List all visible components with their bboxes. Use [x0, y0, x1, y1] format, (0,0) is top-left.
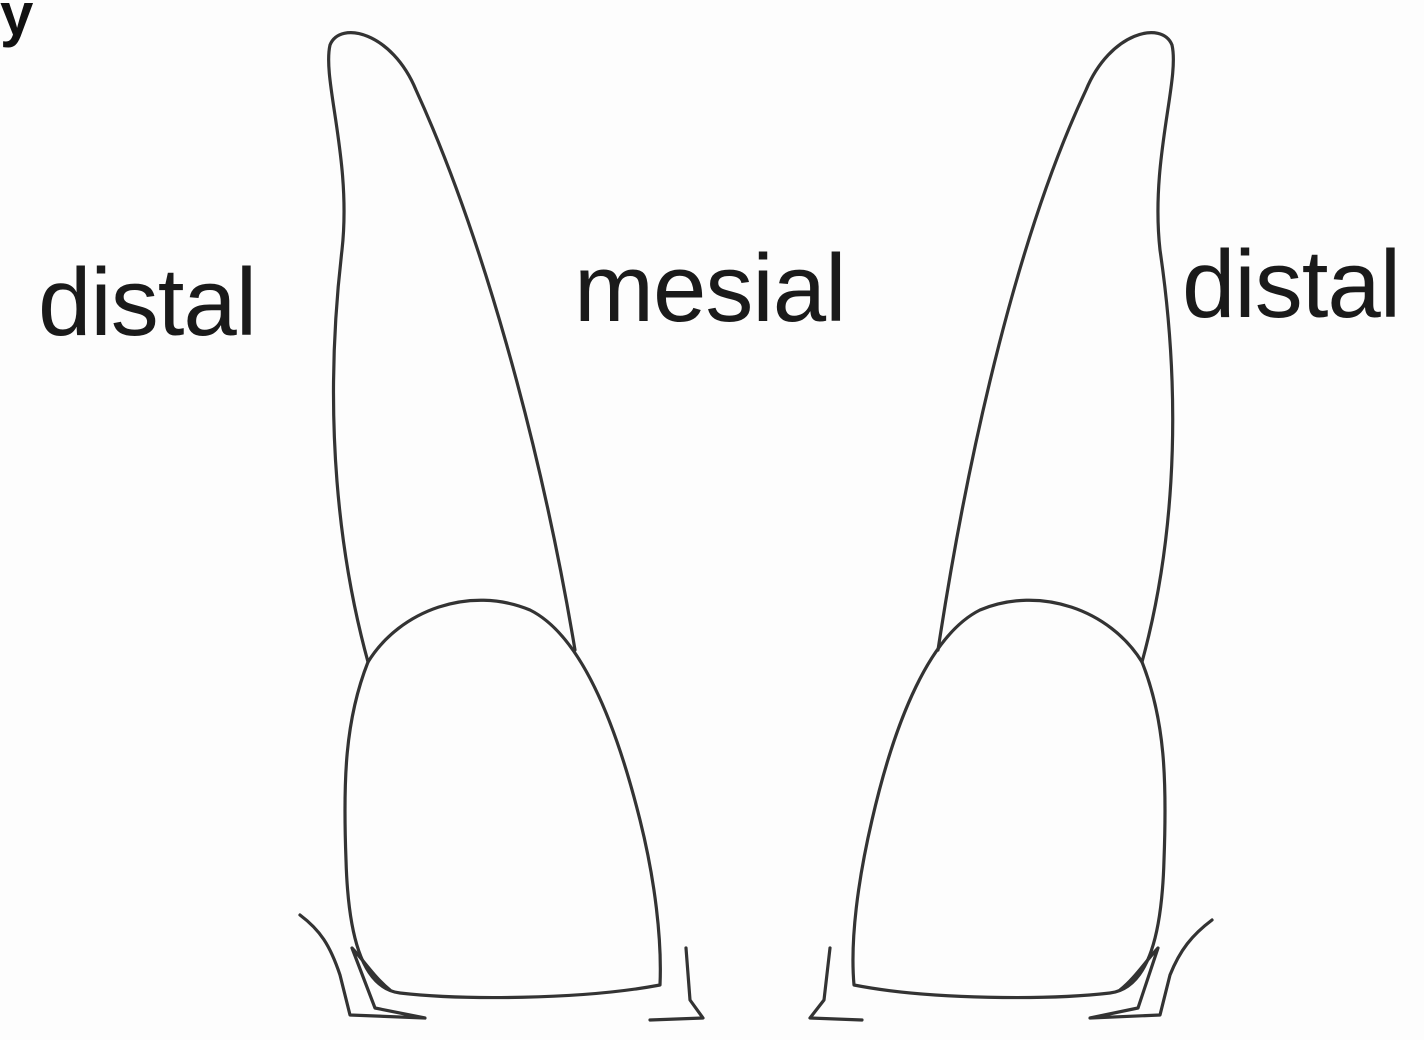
left-tooth-gingiva-mark: [300, 915, 425, 1018]
right-tooth-root: [938, 33, 1173, 662]
left-tooth: [300, 33, 703, 1020]
right-tooth-crown: [853, 600, 1165, 997]
right-tooth: [810, 33, 1212, 1020]
right-tooth-gingiva-mark: [1090, 920, 1212, 1018]
left-tooth-root: [329, 33, 575, 662]
left-tooth-crown: [345, 600, 660, 997]
